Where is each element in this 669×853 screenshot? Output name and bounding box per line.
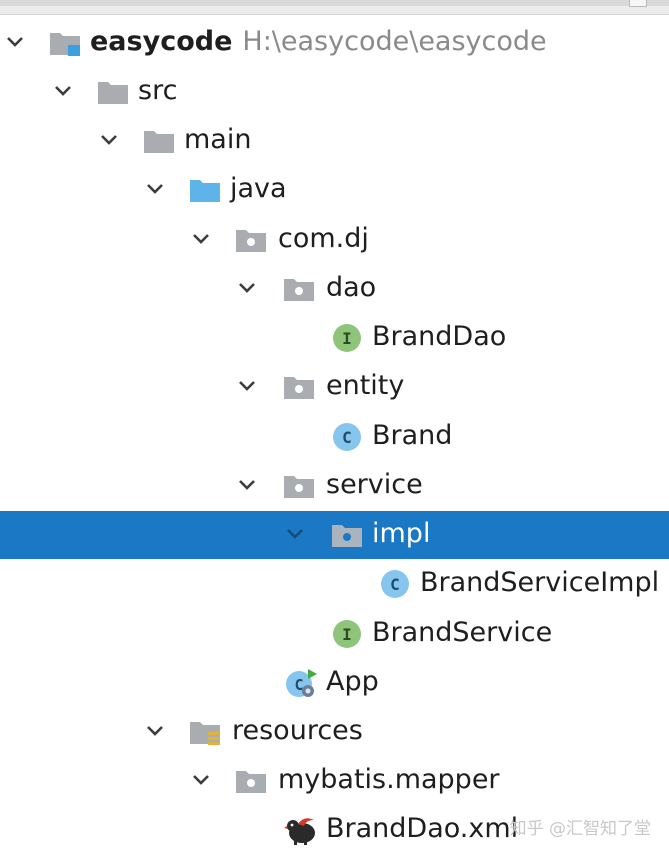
chevron-down-icon[interactable] (190, 769, 212, 791)
tree-row-impl[interactable]: impl (0, 511, 669, 559)
svg-text:C: C (342, 428, 352, 447)
tree-row-brandservice[interactable]: I BrandService (0, 610, 669, 658)
tree-row-dao[interactable]: dao (0, 265, 669, 313)
tool-window-header-strip (0, 0, 669, 15)
chevron-down-icon[interactable] (236, 277, 258, 299)
module-folder-icon (48, 27, 82, 59)
resources-folder-icon (188, 716, 222, 748)
tree-item-label: BrandService (372, 617, 553, 648)
chevron-down-icon[interactable] (52, 80, 74, 102)
folder-icon (142, 125, 176, 157)
tree-item-label: dao (326, 272, 377, 303)
folder-icon (96, 76, 130, 108)
svg-text:C: C (294, 676, 303, 694)
chevron-down-icon[interactable] (144, 720, 166, 742)
tree-row-resources[interactable]: resources (0, 708, 669, 756)
tree-item-label: service (326, 469, 423, 500)
package-icon (234, 224, 268, 256)
interface-icon: I (330, 322, 364, 354)
svg-text:I: I (342, 329, 352, 348)
tree-item-label: src (138, 75, 178, 106)
package-icon (330, 519, 364, 551)
tree-row-com-dj[interactable]: com.dj (0, 216, 669, 264)
chevron-down-icon[interactable] (4, 31, 26, 53)
tree-row-java[interactable]: java (0, 166, 669, 214)
tree-row-brand[interactable]: C Brand (0, 413, 669, 461)
chevron-down-icon[interactable] (236, 375, 258, 397)
tree-item-label: App (326, 666, 379, 697)
tree-item-label: com.dj (278, 223, 369, 254)
project-path-label: H:\easycode\easycode (242, 26, 547, 57)
chevron-down-icon[interactable] (98, 129, 120, 151)
tree-item-label: resources (232, 715, 363, 746)
tree-item-label: BrandDao.xml (326, 813, 519, 844)
package-icon (234, 765, 268, 797)
tree-item-label: mybatis.mapper (278, 764, 500, 795)
package-icon (282, 470, 316, 502)
tree-item-label: main (184, 124, 252, 155)
class-icon: C (330, 421, 364, 453)
tree-row-main[interactable]: main (0, 117, 669, 165)
svg-text:I: I (342, 625, 352, 644)
package-icon (282, 371, 316, 403)
tree-row-src[interactable]: src (0, 68, 669, 116)
tree-row-branddao[interactable]: I BrandDao (0, 314, 669, 362)
class-icon: C (378, 568, 412, 600)
hide-window-button[interactable] (629, 0, 647, 7)
tree-row-entity[interactable]: entity (0, 363, 669, 411)
tree-item-label: java (230, 173, 287, 204)
tree-row-branddao-xml[interactable]: BrandDao.xml (0, 806, 669, 853)
chevron-down-icon[interactable] (284, 523, 306, 545)
interface-icon: I (330, 618, 364, 650)
tree-item-label: impl (372, 518, 431, 549)
chevron-down-icon[interactable] (190, 228, 212, 250)
tree-item-label: BrandServiceImpl (420, 567, 660, 598)
chevron-down-icon[interactable] (236, 474, 258, 496)
tree-item-label: Brand (372, 420, 453, 451)
tree-row-mybatis-mapper[interactable]: mybatis.mapper (0, 757, 669, 805)
runnable-class-icon: C (284, 667, 318, 699)
tree-item-label: BrandDao (372, 321, 507, 352)
header-bar (0, 0, 669, 6)
watermark-text: 知乎 @汇智知了堂 (509, 819, 651, 839)
tree-row-app[interactable]: C App (0, 659, 669, 707)
svg-text:C: C (390, 575, 400, 594)
chevron-down-icon[interactable] (144, 178, 166, 200)
tree-row-service[interactable]: service (0, 462, 669, 510)
package-icon (282, 273, 316, 305)
source-root-folder-icon (188, 174, 222, 206)
mybatis-bird-icon (284, 814, 318, 846)
tree-row-brandserviceimpl[interactable]: C BrandServiceImpl (0, 560, 669, 608)
tree-item-label: entity (326, 370, 405, 401)
